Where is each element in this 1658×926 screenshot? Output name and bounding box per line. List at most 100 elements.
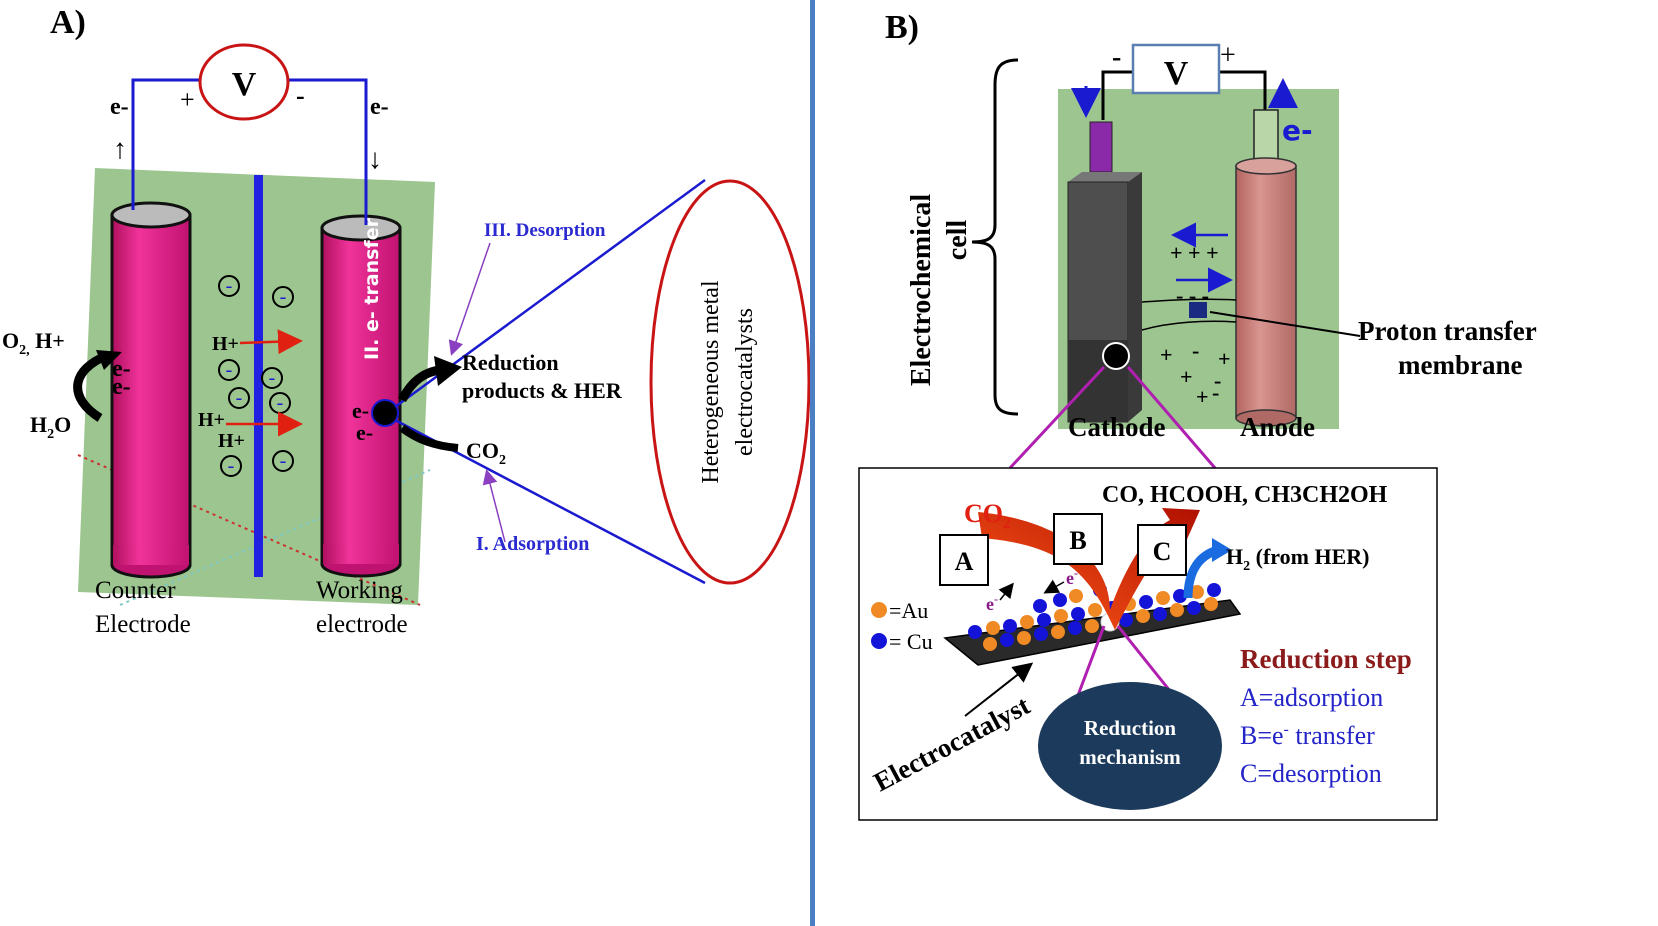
svg-text:-: - (280, 450, 287, 472)
electron-small-arrow-2 (998, 582, 1014, 601)
proton-label-line2: membrane (1398, 350, 1522, 380)
proton-arrow-1 (239, 329, 303, 355)
cell-label-line2: cell (942, 220, 973, 261)
h2o-label: H2O (30, 412, 71, 442)
h2-label: H2 (from HER) (1226, 544, 1369, 574)
anode-cylinder (1235, 165, 1297, 419)
proton-label-3: H+ (218, 430, 245, 452)
svg-text:-: - (226, 359, 233, 381)
working-label-1: Working (316, 577, 403, 604)
proton-membrane-square (1189, 302, 1207, 318)
electron-small-arrow-1 (1043, 579, 1065, 594)
counter-electron-1: e- (112, 356, 131, 382)
svg-text:-: - (1214, 368, 1221, 393)
electron-label-right: e- (370, 94, 389, 120)
h2-arrow-head (1212, 538, 1232, 562)
voltmeter (198, 43, 290, 121)
co2-b-label: CO2 (964, 499, 1011, 532)
svg-text:+: + (1160, 342, 1173, 367)
up-arrow-icon: ↑ (113, 134, 127, 165)
proton-label-1: H+ (212, 333, 239, 355)
cathode-wire (1101, 70, 1133, 120)
anode-wire (1219, 70, 1267, 110)
panel-b-label: B) (885, 9, 919, 46)
bubble-line2: mechanism (1079, 745, 1181, 769)
reaction-arrow (978, 508, 1200, 630)
left-wire (131, 78, 200, 210)
svg-text:+: + (1218, 346, 1231, 371)
adsorption-pointer (482, 469, 506, 543)
working-electron-2: e- (356, 420, 373, 445)
catalyst-oval (649, 179, 811, 585)
working-electron-1: e- (352, 398, 369, 423)
svg-text:-: - (277, 392, 284, 414)
panel-a-label: A) (50, 4, 86, 41)
voltmeter-b-symbol: V (1164, 55, 1189, 92)
step-box-c (1137, 524, 1187, 576)
step-box-a (939, 534, 989, 586)
step-b-desc: B=e- transfer (1240, 721, 1375, 750)
cu-legend-dot (871, 633, 887, 649)
svg-text:-: - (269, 367, 276, 389)
svg-text:+: + (1196, 384, 1209, 409)
svg-text:-: - (1212, 380, 1219, 405)
au-legend-dot (871, 602, 887, 618)
minus-b-sign: - (1112, 42, 1121, 73)
step-c-desc: C=desorption (1240, 759, 1382, 788)
svg-text:-: - (228, 455, 235, 477)
working-label-2: electrode (316, 611, 408, 638)
proton-label-line1: Proton transfer (1358, 316, 1537, 346)
adsorption-label: I. Adsorption (476, 533, 589, 555)
cathode-side (1128, 172, 1142, 422)
zoom-line-right (1126, 366, 1217, 469)
cathode-label: Cathode (1068, 412, 1166, 442)
product-arrow-head (434, 356, 462, 386)
panel-divider (810, 0, 815, 926)
plus-row: + + + (1170, 240, 1219, 265)
electron-small-1: e- (1066, 566, 1078, 588)
minus-sign: - (296, 81, 305, 110)
electron-transfer-label: II. e- transfer (361, 217, 383, 360)
reduction-products-line2: products & HER (462, 378, 623, 403)
voltmeter-box (1131, 43, 1221, 95)
scattered-charges: +-+ +-+- (1160, 338, 1231, 409)
products-label: CO, HCOOH, CH3CH2OH (1102, 482, 1388, 508)
cell-label-line1: Electrochemical (906, 194, 937, 387)
cathode-top (1068, 172, 1142, 182)
svg-text:-: - (226, 275, 233, 297)
minus-row: - - - (1176, 283, 1209, 308)
plus-b-sign: + (1220, 40, 1236, 71)
reduction-step-title: Reduction step (1240, 644, 1412, 674)
working-electrode (320, 214, 402, 578)
cell-brace (971, 58, 1019, 416)
anion-circles: - - - - - - - - (218, 275, 294, 477)
svg-text:-: - (236, 387, 243, 409)
counter-label-1: Counter (95, 577, 176, 604)
bubble-line-left (1072, 625, 1106, 707)
step-box-c-label: C (1153, 537, 1172, 566)
counter-electron-2: e- (112, 374, 131, 400)
cathode-site-dot (1102, 342, 1130, 370)
catalyst-site-dot (371, 399, 399, 427)
proton-label-2: H+ (198, 409, 225, 431)
anode-bottom (1235, 409, 1297, 427)
counter-label-2: Electrode (95, 611, 191, 638)
membrane-line-top (1141, 298, 1237, 303)
zoom-line-left (1008, 365, 1106, 470)
step-box-b-label: B (1069, 526, 1086, 555)
anode-label: Anode (1240, 412, 1315, 442)
voltmeter-symbol: V (232, 66, 257, 103)
panel-a: A) V + - e- e- ↑ ↓ (2, 4, 811, 638)
electrocatalyst-pointer (964, 662, 1034, 717)
oval-label-line1: Heterogeneous metal (698, 280, 724, 484)
desorption-label: III. Desorption (484, 220, 606, 241)
plus-sign: + (180, 85, 195, 114)
oxidation-arrow-head (96, 350, 122, 370)
au-legend-label: =Au (889, 598, 928, 623)
step-box-b (1053, 513, 1103, 565)
cu-legend-label: = Cu (889, 629, 933, 654)
svg-text:-: - (1192, 338, 1199, 363)
co2-label: CO2 (466, 438, 506, 468)
oval-label-line2: electrocatalysts (732, 308, 758, 456)
